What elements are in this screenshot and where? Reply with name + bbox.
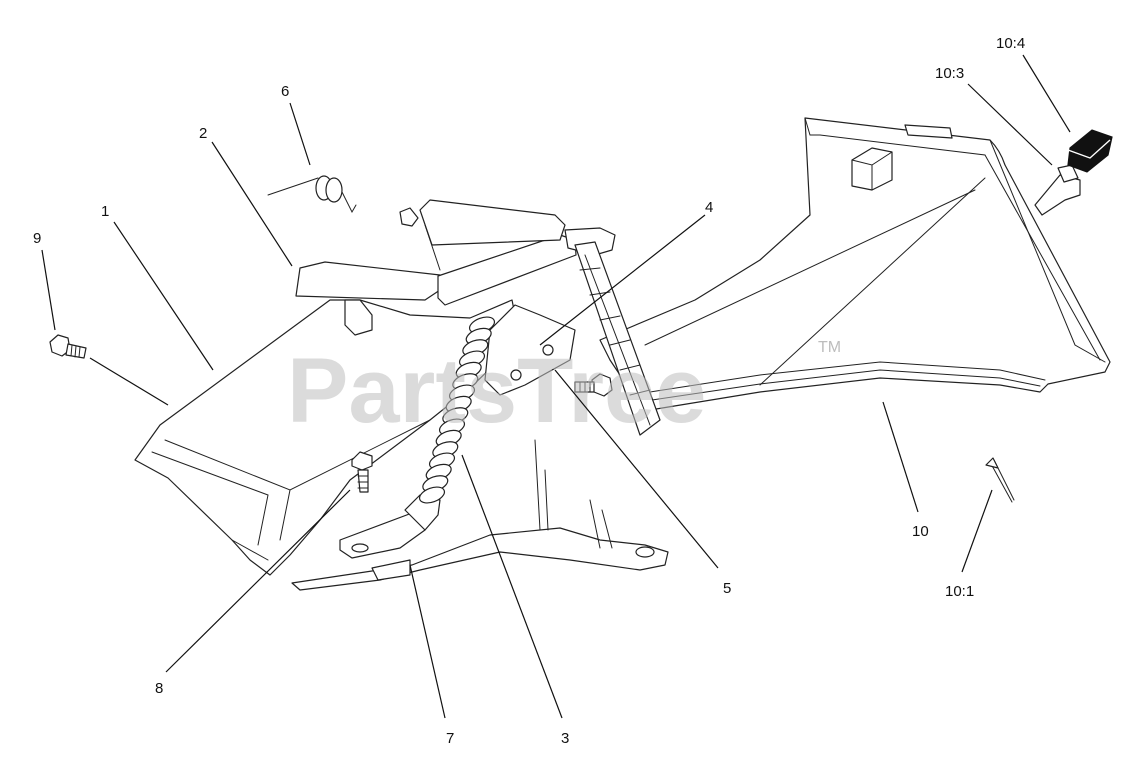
part-8-bolt[interactable] — [351, 451, 373, 493]
leader-1 — [113, 221, 214, 371]
spring-coil — [418, 486, 446, 504]
leader-8 — [165, 489, 351, 673]
part-4-hinge-plate[interactable] — [484, 241, 661, 436]
part-9-screw[interactable] — [49, 334, 87, 359]
part-10-3-clip[interactable] — [1034, 164, 1081, 216]
callout-5: 5 — [723, 580, 731, 597]
callout-7: 7 — [446, 730, 454, 747]
callout-10: 10 — [912, 523, 929, 540]
callout-10-1: 10:1 — [945, 583, 974, 600]
part-10-1-pin[interactable] — [985, 457, 1015, 503]
part-10-chute[interactable] — [599, 117, 1111, 411]
callout-9: 9 — [33, 230, 41, 247]
leader-9b — [89, 357, 169, 406]
leader-10-3 — [967, 83, 1053, 166]
leader-10 — [882, 401, 919, 513]
callout-3: 3 — [561, 730, 569, 747]
callout-labels: 9 1 2 6 4 8 7 3 5 10 10:1 10:3 10:4 — [33, 35, 1025, 747]
part-2-hinge-rod[interactable] — [295, 199, 616, 336]
part-5-bolt[interactable] — [574, 373, 613, 397]
watermark: PartsTree TM — [287, 339, 841, 442]
leader-7 — [409, 564, 446, 719]
callout-6: 6 — [281, 83, 289, 100]
callout-10-3: 10:3 — [935, 65, 964, 82]
part-10-4-knob[interactable] — [1067, 129, 1113, 173]
part-1-deflector[interactable] — [134, 299, 521, 576]
callout-1: 1 — [101, 203, 109, 220]
part-6-torsion-spring[interactable] — [267, 175, 357, 214]
callout-10-4: 10:4 — [996, 35, 1025, 52]
watermark-brand: PartsTree — [287, 340, 706, 442]
leader-9 — [41, 249, 56, 331]
leader-2 — [211, 141, 293, 267]
part-7-bracket[interactable] — [291, 439, 669, 591]
callout-2: 2 — [199, 125, 207, 142]
callout-8: 8 — [155, 680, 163, 697]
callout-4: 4 — [705, 199, 713, 216]
part-3-spring[interactable] — [417, 314, 496, 506]
leader-10-1 — [961, 489, 993, 573]
leader-lines — [41, 54, 1071, 719]
watermark-trademark: TM — [818, 339, 841, 356]
leader-6 — [289, 102, 311, 166]
leader-10-4 — [1022, 54, 1071, 133]
leader-4 — [539, 214, 706, 346]
leader-5 — [554, 369, 719, 569]
leader-3 — [461, 454, 563, 719]
